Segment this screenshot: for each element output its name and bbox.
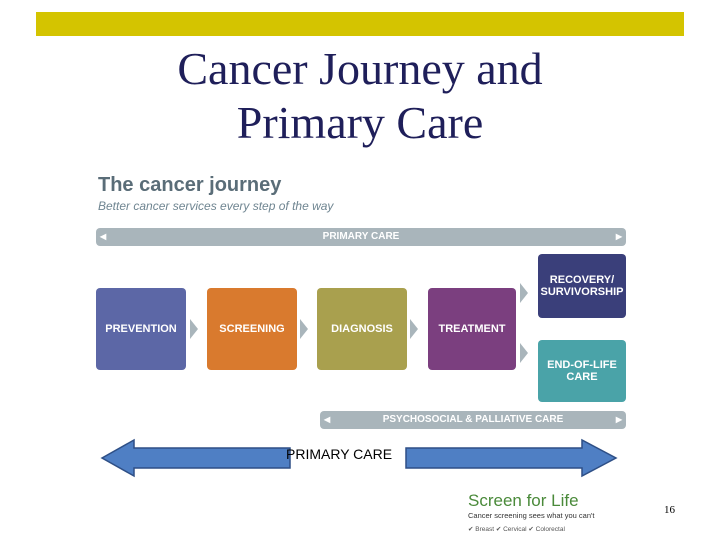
- diagram-subheading: Better cancer services every step of the…: [98, 199, 334, 213]
- step-treatment: TREATMENT: [428, 288, 516, 370]
- top-accent-bar: [36, 12, 684, 36]
- diagram-heading: The cancer journey: [98, 174, 282, 196]
- slide-title: Cancer Journey and Primary Care: [0, 42, 720, 150]
- psychosocial-bar-label: PSYCHOSOCIAL & PALLIATIVE CARE: [382, 414, 564, 425]
- double-arrow-icon: [100, 438, 618, 478]
- chevron-right-icon: [410, 319, 418, 339]
- step-screening: SCREENING: [207, 288, 297, 370]
- step-prevention: PREVENTION: [96, 288, 186, 370]
- svg-text:Cancer screening sees what you: Cancer screening sees what you can't: [468, 511, 595, 520]
- svg-text:Screen for Life: Screen for Life: [468, 491, 579, 510]
- step-prevention-label: PREVENTION: [105, 323, 177, 335]
- outcome-end-of-life-care: END-OF-LIFE CARE: [538, 340, 626, 402]
- page-number: 16: [664, 504, 675, 516]
- right-arrow-shape: [405, 438, 618, 478]
- primary-care-bar: ◀ PRIMARY CARE ▶: [96, 228, 626, 246]
- bar-left-arrow-icon: ◀: [100, 232, 107, 241]
- bar-right-arrow-icon: ▶: [615, 415, 622, 424]
- chevron-right-icon: [520, 283, 528, 303]
- psychosocial-palliative-bar: ◀ PSYCHOSOCIAL & PALLIATIVE CARE ▶: [320, 411, 626, 429]
- step-screening-label: SCREENING: [219, 323, 285, 335]
- bar-left-arrow-icon: ◀: [324, 415, 331, 424]
- outcome-recovery-survivorship: RECOVERY/ SURVIVORSHIP: [538, 254, 626, 318]
- primary-care-bar-label: PRIMARY CARE: [322, 231, 400, 242]
- svg-text:✔ Breast ✔ Cervical ✔ Colore: ✔ Breast ✔ Cervical ✔ Colorectal: [468, 526, 565, 533]
- bar-right-arrow-icon: ▶: [615, 232, 622, 241]
- title-line-2: Primary Care: [236, 97, 484, 148]
- chevron-right-icon: [520, 343, 528, 363]
- left-arrow-shape: [100, 438, 291, 478]
- outcome-recovery-label: RECOVERY/ SURVIVORSHIP: [540, 274, 624, 298]
- outcome-end-of-life-label: END-OF-LIFE CARE: [547, 359, 617, 383]
- chevron-right-icon: [300, 319, 308, 339]
- chevron-right-icon: [190, 319, 198, 339]
- step-diagnosis-label: DIAGNOSIS: [331, 323, 393, 335]
- title-line-1: Cancer Journey and: [177, 43, 543, 94]
- step-diagnosis: DIAGNOSIS: [317, 288, 407, 370]
- primary-care-arrow-label: PRIMARY CARE: [286, 446, 393, 462]
- step-treatment-label: TREATMENT: [438, 323, 506, 335]
- screen-for-life-logo: Screen for Life Cancer screening sees wh…: [468, 491, 595, 533]
